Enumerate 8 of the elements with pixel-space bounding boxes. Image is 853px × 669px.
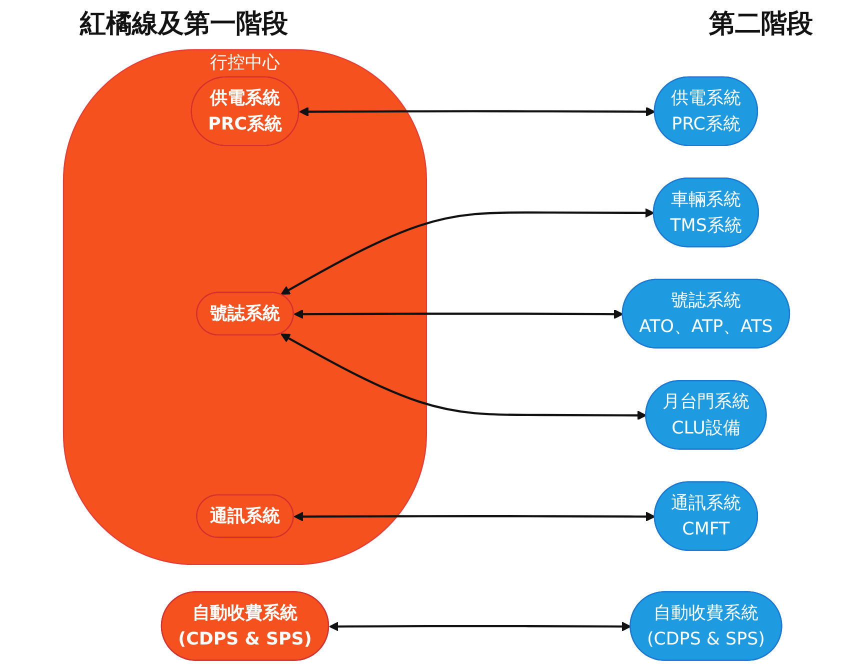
column-heading: 第二階段 <box>709 8 813 41</box>
arrow <box>294 309 624 319</box>
arrow <box>280 208 654 295</box>
arrow <box>299 106 656 116</box>
arrow <box>280 334 647 420</box>
arrow <box>329 622 632 632</box>
arrow <box>294 512 656 522</box>
column-heading: 紅橘線及第一階段 <box>80 8 288 41</box>
